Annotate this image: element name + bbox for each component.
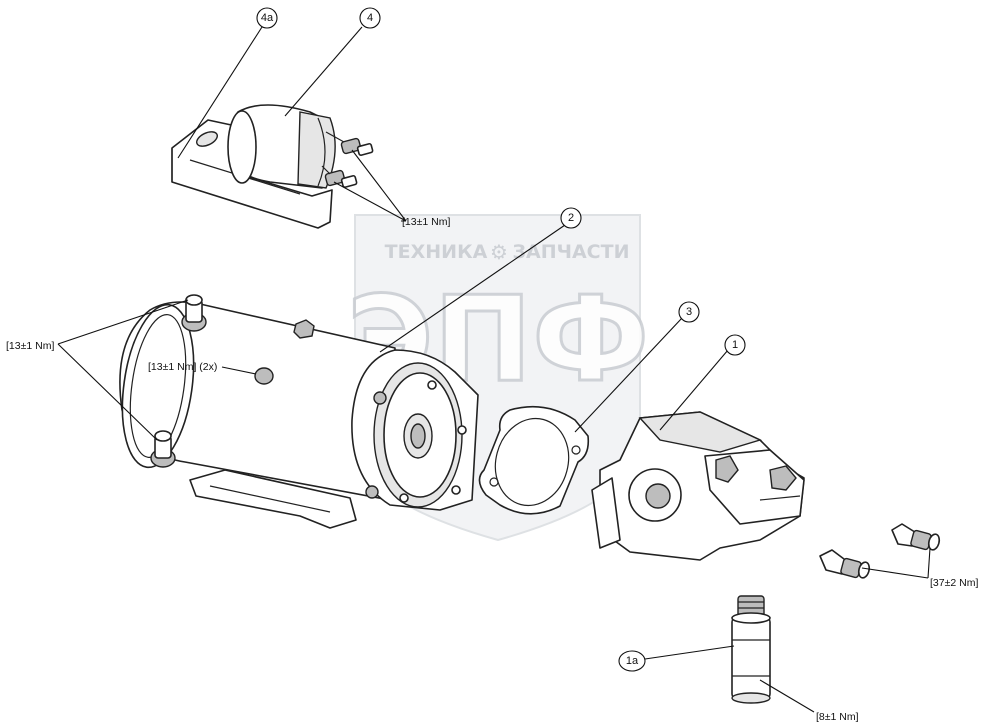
pump-fitting-side xyxy=(715,455,739,483)
callout-4: 4 xyxy=(359,7,381,29)
watermark-left-word: ТЕХНИКА xyxy=(385,241,488,263)
pump-fitting-top xyxy=(769,465,797,491)
svg-text:2: 2 xyxy=(568,212,574,224)
torque-label-motor-terminals: [13±1 Nm] xyxy=(6,340,54,352)
gear-icon: ⚙ xyxy=(490,240,508,264)
torque-label-valve: [8±1 Nm] xyxy=(816,711,859,723)
callout-3: 3 xyxy=(678,301,700,323)
svg-text:4a: 4a xyxy=(261,12,274,24)
svg-text:1: 1 xyxy=(732,339,738,351)
fitting-lower xyxy=(819,549,871,579)
svg-text:1a: 1a xyxy=(626,655,639,667)
part-2-motor xyxy=(119,294,479,529)
part-1-pump xyxy=(591,411,805,561)
torque-label-solenoid: [13±1 Nm] xyxy=(402,216,450,228)
torque-label-motor-screws: [13±1 Nm] (2x) xyxy=(148,361,217,373)
motor-terminal-lower xyxy=(150,430,176,468)
part-4a-bracket xyxy=(171,119,333,229)
callout-2: 2 xyxy=(560,207,582,229)
motor-screw-side xyxy=(254,367,274,385)
fitting-upper xyxy=(891,523,941,551)
part-1a-valve xyxy=(731,595,771,704)
callout-1a: 1a xyxy=(618,650,646,672)
watermark-right-word: ЗАПЧАСТИ xyxy=(513,241,630,263)
motor-terminal-upper xyxy=(181,294,207,332)
solenoid-terminal-lower xyxy=(324,169,358,188)
torque-label-fittings: [37±2 Nm] xyxy=(930,577,978,589)
callout-1: 1 xyxy=(724,334,746,356)
part-4-solenoid xyxy=(227,104,374,189)
solenoid-terminal-upper xyxy=(340,137,374,156)
motor-screw-top xyxy=(293,319,315,339)
leader-lines xyxy=(57,26,931,713)
svg-text:4: 4 xyxy=(367,12,373,24)
svg-text:3: 3 xyxy=(686,306,692,318)
callout-4a: 4a xyxy=(256,7,278,29)
part-3-gasket xyxy=(478,405,590,515)
